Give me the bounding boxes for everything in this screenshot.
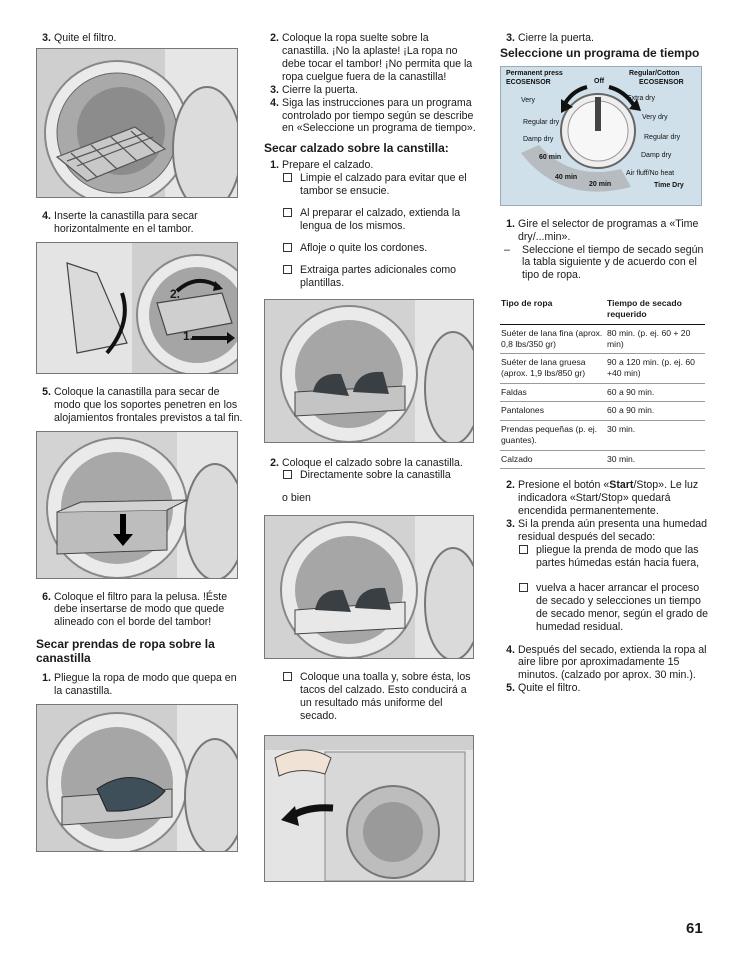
page-number: 61: [686, 920, 703, 937]
step-1-prepare-shoes: 1. Prepare el calzado.: [270, 159, 374, 172]
step-4-insert-rack: 4. Inserte la canastilla para secar hori…: [42, 209, 198, 235]
heading-select-time-program: Seleccione un programa de tiempo: [500, 45, 700, 60]
heading-dry-on-rack: Secar prendas de ropa sobre la canastill…: [36, 637, 215, 666]
column-left: 3. Quite el filtro. 4. Inserte la canast…: [36, 32, 244, 852]
table-cell: 60 a 90 min.: [606, 383, 705, 403]
figure-shoes-on-towel: [264, 515, 474, 660]
checkbox-bullet-icon: [519, 545, 528, 555]
step-3-remove-filter: 3. Quite el filtro.: [42, 32, 117, 44]
shoes-towel-illustration: [265, 516, 473, 659]
step-3-close-door: 3. Cierre la puerta.: [270, 83, 358, 96]
heading-dry-shoes: Secar calzado sobre la canstilla:: [264, 141, 449, 156]
column-right: 3. Cierre la puerta. Seleccione un progr…: [500, 32, 710, 695]
checkbox-bullet-icon: [283, 470, 292, 480]
table-cell: Faldas: [500, 383, 606, 403]
figure-label-1: 1.: [183, 328, 194, 343]
table-cell: 80 min. (p. ej. 60 + 20 min): [606, 324, 705, 355]
table-cell: Suéter de lana gruesa (aprox. 1,9 lbs/85…: [500, 353, 606, 384]
checkbox-bullet-icon: [283, 173, 292, 183]
bullet-restart-drying: vuelva a hacer arrancar el proceso de se…: [500, 582, 710, 634]
step-4-follow-instructions: 4. Siga las instrucciones para un progra…: [270, 96, 476, 135]
step-5-remove-filter: 5. Quite el filtro.: [506, 682, 581, 695]
drying-time-table: Tipo de ropa Tiempo de secado requerido …: [500, 295, 705, 470]
bullet-extend-tongue: Al preparar el calzado, extienda la leng…: [264, 207, 476, 233]
step-1-fold-clothes: 1. Pliegue la ropa de modo que quepa en …: [42, 671, 237, 697]
table-row: Suéter de lana gruesa (aprox. 1,9 lbs/85…: [500, 353, 705, 384]
table-header-cell: Tiempo de secado requerido: [606, 295, 705, 325]
table-cell: 30 min.: [606, 450, 705, 470]
step-2-place-shoes: 2. Coloque el calzado sobre la canastill…: [270, 456, 463, 469]
step-6-insert-lint-filter: 6. Coloque el filtro para la pelusa. !És…: [42, 590, 228, 629]
clothes-rack-illustration: [37, 704, 237, 851]
rack-position-illustration: [37, 431, 237, 578]
column-middle: 2. Coloque la ropa suelte sobre la canas…: [264, 32, 476, 882]
bullet-directly-on-rack: Directamente sobre la canastilla: [264, 469, 476, 482]
checkbox-bullet-icon: [519, 582, 528, 592]
step-3-close-door-right: 3. Cierre la puerta.: [506, 32, 594, 44]
rack-insertion-illustration: [37, 242, 237, 373]
table-row: Prendas pequeñas (p. ej. guantes). 30 mi…: [500, 420, 705, 451]
table-cell: Prendas pequeñas (p. ej. guantes).: [500, 420, 606, 451]
step-1-turn-selector: 1. Gire el selector de programas a «Time…: [506, 217, 699, 243]
figure-insert-rack: 2. 1.: [36, 241, 238, 374]
table-cell: 60 a 90 min.: [606, 401, 705, 422]
figure-close-door: [264, 735, 474, 882]
table-row: Pantalones 60 a 90 min.: [500, 401, 705, 422]
figure-label-2: 2.: [170, 286, 181, 301]
table-cell: 30 min.: [606, 420, 705, 451]
table-cell: Calzado: [500, 450, 606, 470]
checkbox-bullet-icon: [283, 264, 292, 274]
step-5-position-rack: 5. Coloque la canastilla para secar de m…: [42, 385, 243, 424]
table-cell: 90 a 120 min. (p. ej. 60 +40 min): [606, 353, 705, 384]
table-row: Calzado 30 min.: [500, 450, 705, 470]
bullet-remove-insoles: Extraiga partes adicionales como plantil…: [264, 264, 476, 290]
step-4-air-out: 4. Después del secado, extienda la ropa …: [506, 643, 707, 682]
program-selector-dial-figure: Permanent press ECOSENSOR Off Regular/Co…: [500, 65, 702, 206]
step-2-press-start: 2. Presione el botón «Start/Stop». Le lu…: [506, 479, 699, 518]
dryer-drum-illustration: [37, 48, 237, 197]
figure-shoes-on-rack: [264, 298, 474, 443]
text-or: o bien: [282, 492, 311, 505]
bullet-use-towel: Coloque una toalla y, sobre ésta, los ta…: [264, 671, 476, 723]
figure-clothes-on-rack: [36, 703, 238, 852]
figure-position-rack: [36, 430, 238, 579]
table-cell: Pantalones: [500, 401, 606, 422]
table-header-row: Tipo de ropa Tiempo de secado requerido: [500, 295, 705, 325]
figure-remove-filter: [36, 47, 238, 198]
dash-select-drying-time: – Seleccione el tiempo de secado según l…: [504, 243, 704, 282]
table-cell: Suéter de lana fina (aprox. 0,8 lbs/350 …: [500, 324, 606, 355]
step-2-place-clothes: 2. Coloque la ropa suelte sobre la canas…: [270, 32, 473, 83]
table-row: Suéter de lana fina (aprox. 0,8 lbs/350 …: [500, 324, 705, 355]
step-3-residual-humidity: 3. Si la prenda aún presenta una humedad…: [506, 518, 708, 544]
shoes-rack-illustration: [265, 299, 473, 442]
checkbox-bullet-icon: [283, 207, 292, 217]
bullet-loosen-laces: Afloje o quite los cordones.: [264, 242, 476, 255]
checkbox-bullet-icon: [283, 672, 292, 682]
table-row: Faldas 60 a 90 min.: [500, 383, 705, 403]
bullet-fold-wet-out: pliegue la prenda de modo que las partes…: [500, 544, 710, 570]
checkbox-bullet-icon: [283, 242, 292, 252]
table-header-cell: Tipo de ropa: [500, 295, 606, 325]
bullet-clean-shoes: Limpie el calzado para evitar que el tam…: [264, 172, 476, 198]
close-door-illustration: [265, 736, 473, 881]
program-dial-icon: [521, 84, 641, 192]
